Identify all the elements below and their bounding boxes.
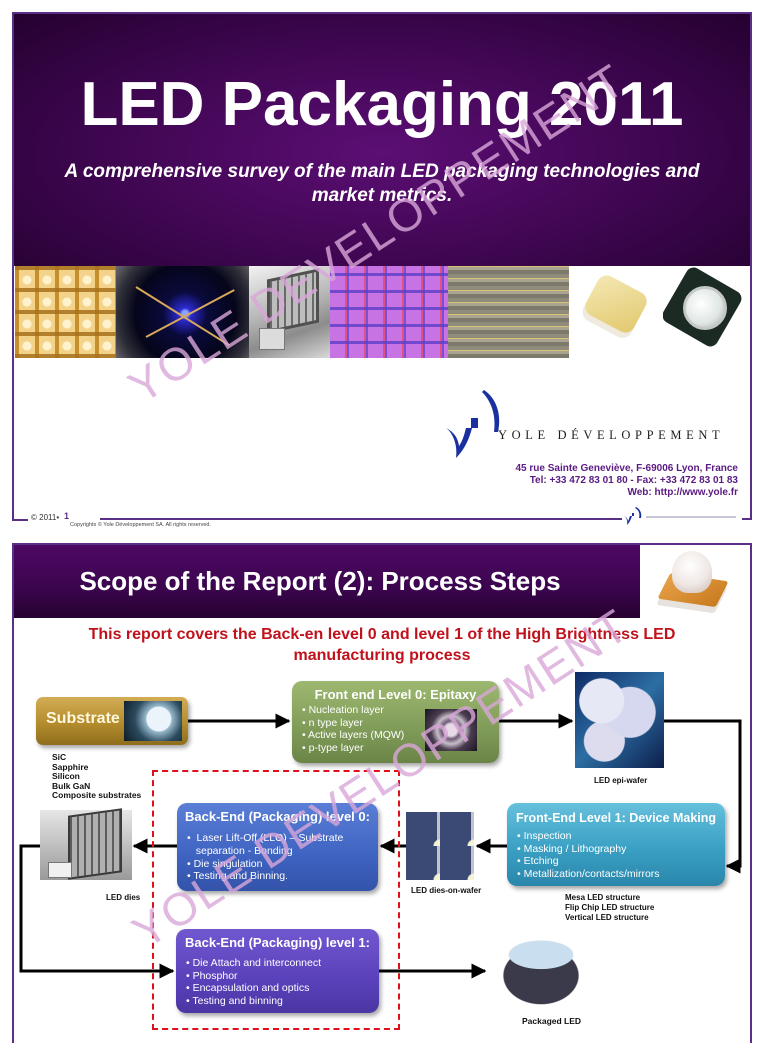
yole-logo-icon: [446, 390, 500, 458]
step-item: • Encapsulation and optics: [186, 982, 310, 994]
step-item: • Etching: [517, 855, 559, 867]
substrate-material: Composite substrates: [52, 790, 142, 801]
step-title: Front-End Level 1: Device Making: [516, 811, 717, 825]
led-structure: Mesa LED structure: [565, 893, 641, 902]
packaged-led-caption: Packaged LED: [522, 1016, 582, 1026]
arrow-wafer-to-device: [664, 719, 742, 874]
step-back-end-level-1: Back-End (Packaging) level 1: • Die Atta…: [176, 929, 379, 1013]
step-front-end-device-making: Front-End Level 1: Device Making • Inspe…: [507, 803, 725, 886]
dies-on-wafer-caption: LED dies-on-wafer: [411, 886, 482, 895]
epi-wafer-caption: LED epi-wafer: [594, 776, 648, 785]
led-package-photo: [640, 545, 750, 618]
led-structure-types: Mesa LED structure Flip Chip LED structu…: [565, 893, 654, 923]
led-dies-caption: LED dies: [106, 893, 141, 902]
slide-title: Scope of the Report (2): Process Steps: [79, 566, 561, 596]
step-item: • Testing and Binning.: [187, 870, 288, 883]
footer-divider: [12, 519, 28, 521]
step-item: • Laser Lift-Off (LLO) – Substrate: [187, 832, 344, 844]
company-address: 45 rue Sainte Geneviève, F-69006 Lyon, F…: [515, 463, 738, 474]
report-subtitle: A comprehensive survey of the main LED p…: [64, 161, 700, 206]
step-back-end-level-0: Back-End (Packaging) level 0: • Laser Li…: [177, 803, 378, 891]
company-phone-fax: Tel: +33 472 83 01 80 - Fax: +33 472 83 …: [529, 475, 738, 486]
step-item: • p-type layer: [302, 741, 364, 754]
substrate-material: Sapphire: [52, 761, 89, 772]
smd-led-package-photo: [583, 266, 663, 358]
step-front-end-epitaxy: Front end Level 0: Epitaxy • Nucleation …: [292, 681, 499, 763]
dies-on-wafer-photo: [406, 812, 474, 880]
step-item: • Nucleation layer: [302, 704, 384, 716]
company-web[interactable]: Web: http://www.yole.fr: [627, 487, 738, 498]
step-item: • Testing and binning: [186, 994, 283, 1007]
scope-statement: This report covers the Back-en level 0 a…: [88, 626, 676, 664]
blue-led-probe-photo: [116, 266, 249, 358]
step-item: • Inspection: [517, 830, 572, 842]
step-item: • Die Attach and interconnect: [186, 957, 322, 969]
substrate-materials: SiC Sapphire Silicon Bulk GaN Composite …: [52, 752, 142, 801]
step-substrate: Substrate: [36, 697, 188, 745]
step-item: separation - Bonding: [187, 844, 293, 857]
step-title: Front end Level 0: Epitaxy: [314, 687, 477, 702]
copyright-year: © 2011•: [31, 513, 60, 522]
epi-wafer-photo: [575, 672, 664, 768]
footer-logo-icon: [622, 506, 742, 526]
led-die-sem-photo: [249, 266, 330, 358]
step-item: • Masking / Lithography: [517, 842, 627, 855]
step-item: • Active layers (MQW): [302, 729, 405, 741]
led-structure: Vertical LED structure: [565, 913, 649, 922]
led-structure: Flip Chip LED structure: [565, 903, 655, 912]
mocvd-reactor-photo: [425, 709, 477, 751]
copyright-note: Copyrights © Yole Développement SA. All …: [70, 522, 212, 528]
slide-title-band: [14, 545, 640, 618]
step-item: • n type layer: [302, 716, 363, 729]
led-chip-array-photo: [15, 266, 116, 358]
step-item: • Metallization/contacts/mirrors: [517, 867, 660, 880]
arrow-dies-to-backend1: [19, 844, 175, 979]
title-band: [14, 14, 750, 266]
substrate-label: Substrate: [46, 710, 120, 727]
footer-divider: [100, 518, 752, 520]
slide-2-frame: [12, 543, 752, 1043]
report-title: LED Packaging 2011: [80, 70, 684, 139]
step-title: Back-End (Packaging) level 1:: [185, 935, 370, 950]
slide-1-frame: [12, 12, 752, 520]
substrate-material: Bulk GaN: [52, 780, 91, 791]
step-title: Back-End (Packaging) level 0:: [185, 809, 370, 824]
step-item: • Die singulation: [187, 857, 263, 870]
packaged-led-cutaway-diagram: [488, 926, 594, 1016]
led-wafer-pattern-photo: [330, 266, 448, 358]
substrate-material: Silicon: [52, 771, 80, 782]
substrate-material: SiC: [52, 752, 67, 762]
page-number: 1: [64, 511, 70, 521]
step-item: • Phosphor: [186, 969, 238, 982]
power-led-package-photo: [663, 266, 745, 358]
substrate-wafers-photo: [124, 701, 182, 741]
led-grid-photo: [448, 266, 569, 358]
led-dies-photo: [40, 810, 132, 880]
company-name: YOLE DÉVELOPPEMENT: [498, 428, 725, 442]
